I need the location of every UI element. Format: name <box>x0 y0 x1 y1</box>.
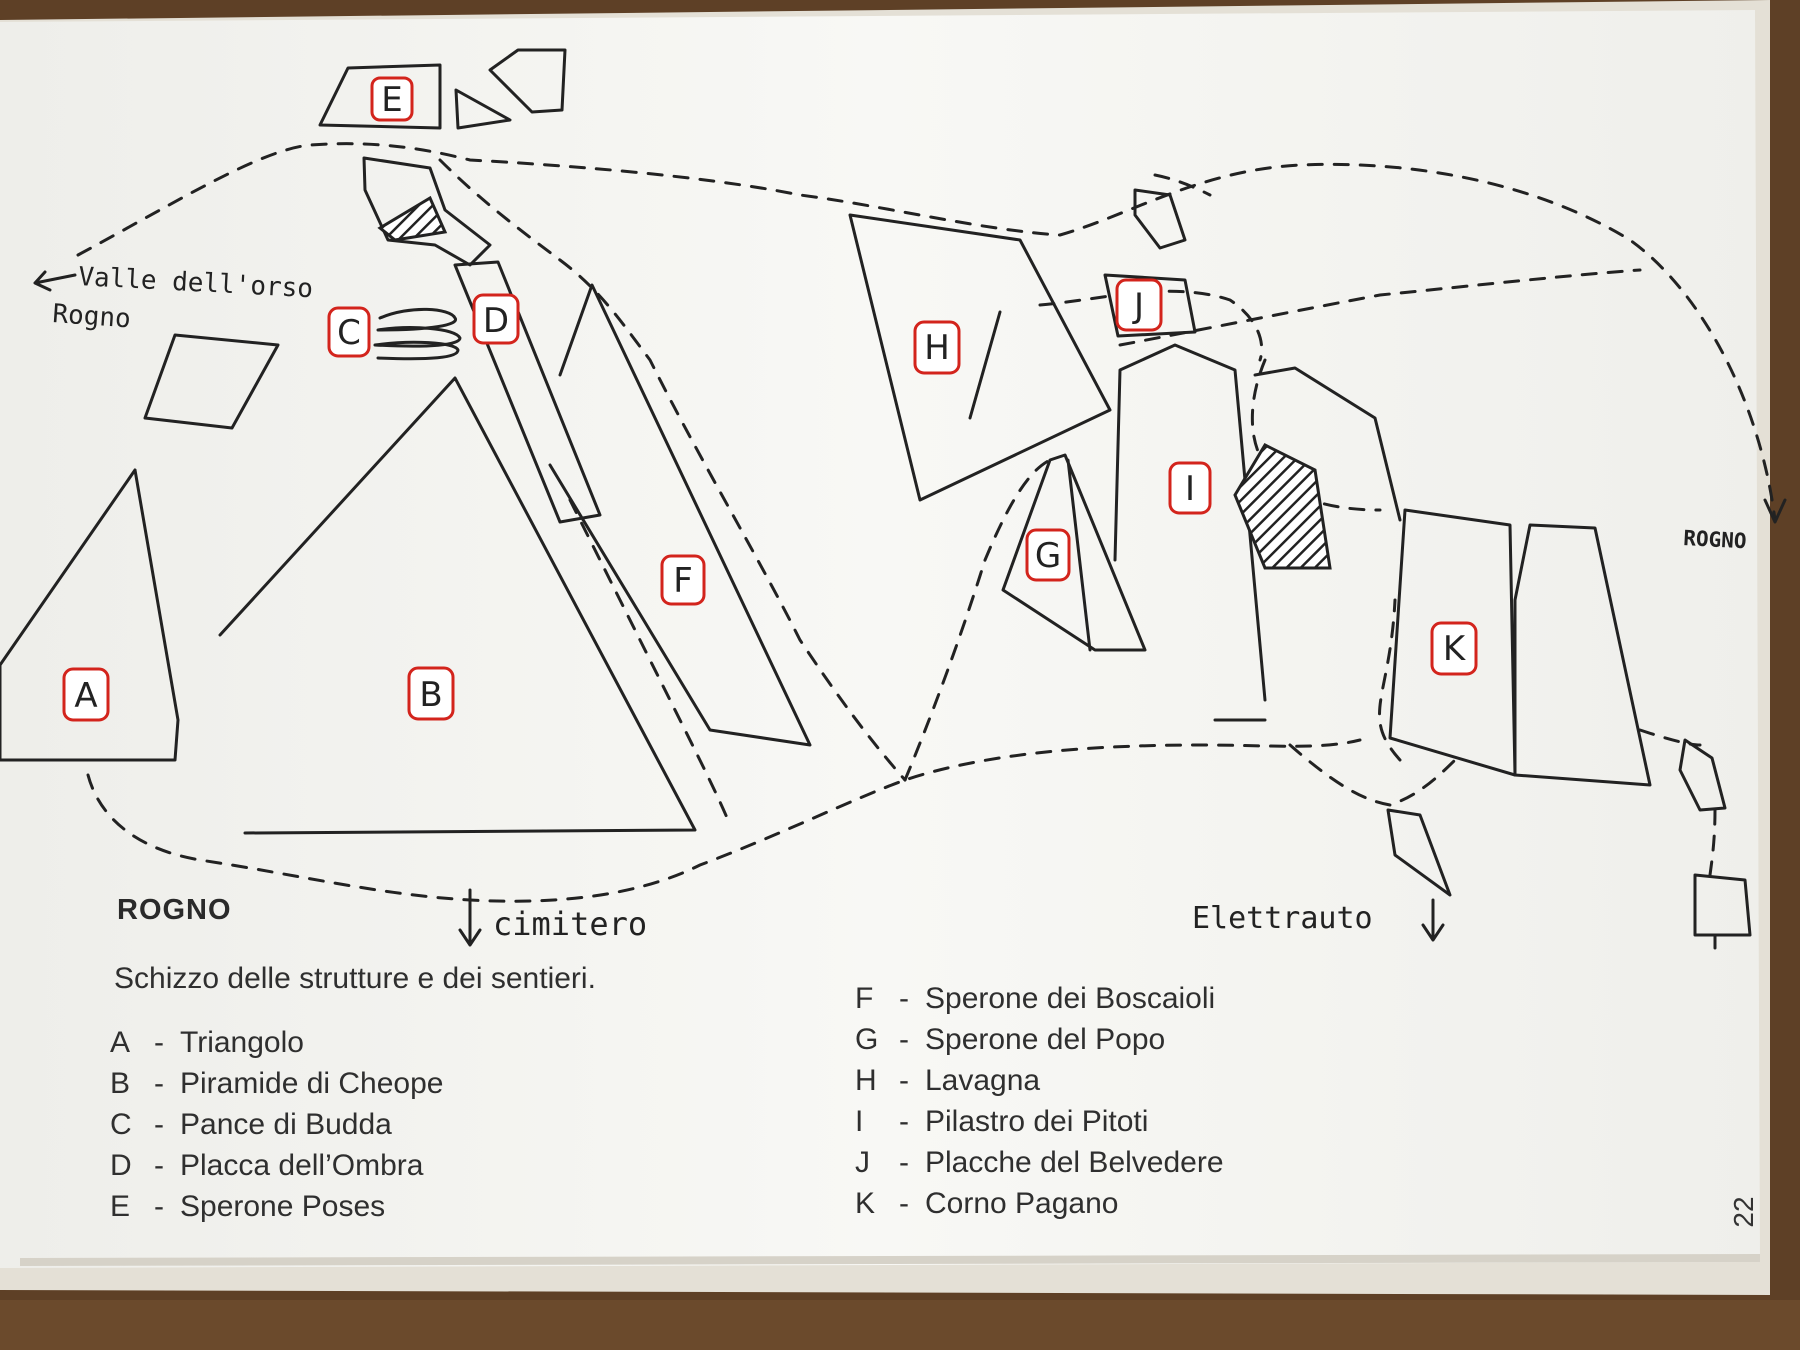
label-g: G <box>1025 528 1071 582</box>
structure-d <box>453 260 602 524</box>
legend-item: C-Pance di Budda <box>110 1108 392 1141</box>
structure-e <box>318 48 567 267</box>
structure-b <box>218 376 697 835</box>
structure-h <box>848 213 1112 502</box>
svg-text:H: H <box>924 328 950 368</box>
legend-item: A-Triangolo <box>110 1026 304 1059</box>
svg-text:D: D <box>483 301 509 341</box>
structure-a <box>0 468 180 762</box>
structure-c <box>373 307 462 361</box>
trail-network <box>76 142 1777 903</box>
structure-j <box>1103 188 1197 338</box>
svg-text:B: B <box>419 675 442 715</box>
svg-text:G: G <box>1035 536 1061 576</box>
arrows <box>33 270 1787 947</box>
svg-text:J: J <box>1132 286 1144 326</box>
route-sketch: A B C D E F G H I J K Valle dell'orso Ro… <box>0 48 1787 950</box>
book-page: A B C D E F G H I J K Valle dell'orso Ro… <box>0 0 1800 1300</box>
page-number: 22 <box>1728 1196 1759 1228</box>
boulders-right <box>1386 738 1752 950</box>
label-h: H <box>913 320 961 375</box>
structure-f <box>548 283 812 747</box>
place-label-rogno-right: ROGNO <box>1683 526 1747 553</box>
legend-subtitle: Schizzo delle strutture e dei sentieri. <box>114 962 596 995</box>
label-k: K <box>1430 621 1478 676</box>
legend-item: B-Piramide di Cheope <box>110 1067 444 1100</box>
place-label-cimitero: cimitero <box>493 905 647 943</box>
paper-background <box>0 0 1800 1300</box>
place-label-rogno-left: Rogno <box>52 299 132 334</box>
label-e: E <box>370 76 414 122</box>
legend-item: G-Sperone del Popo <box>855 1023 1166 1056</box>
legend-column-right: F-Sperone dei Boscaioli G-Sperone del Po… <box>855 978 1224 1224</box>
legend-item: K-Corno Pagano <box>855 1187 1119 1220</box>
structure-k <box>1388 508 1652 787</box>
place-label-valle: Valle dell'orso <box>78 262 314 304</box>
label-c: C <box>327 306 371 358</box>
label-d: D <box>472 293 520 345</box>
svg-text:K: K <box>1443 629 1467 669</box>
svg-text:C: C <box>337 313 361 353</box>
label-j: J <box>1115 278 1163 332</box>
label-i: I <box>1168 461 1212 515</box>
svg-text:F: F <box>673 561 693 601</box>
svg-text:E: E <box>381 80 402 120</box>
legend-item: J-Placche del Belvedere <box>855 1146 1224 1179</box>
legend-item: D-Placca dell’Ombra <box>110 1149 424 1182</box>
svg-text:A: A <box>74 676 97 716</box>
structure-i <box>1113 343 1402 722</box>
legend-item: H-Lavagna <box>855 1064 1041 1097</box>
boulder-left <box>143 333 280 430</box>
legend-title: ROGNO <box>117 894 232 926</box>
place-label-elettrauto: Elettrauto <box>1192 901 1373 936</box>
label-a: A <box>62 667 110 722</box>
label-b: B <box>407 666 455 721</box>
legend-item: E-Sperone Poses <box>110 1190 386 1223</box>
label-f: F <box>660 554 706 606</box>
legend-item: I-Pilastro dei Pitoti <box>855 1105 1149 1138</box>
legend-item: F-Sperone dei Boscaioli <box>855 982 1216 1015</box>
svg-text:I: I <box>1185 469 1195 509</box>
structure-g <box>1001 453 1147 652</box>
legend-column-left: A-Triangolo B-Piramide di Cheope C-Pance… <box>110 1022 443 1227</box>
